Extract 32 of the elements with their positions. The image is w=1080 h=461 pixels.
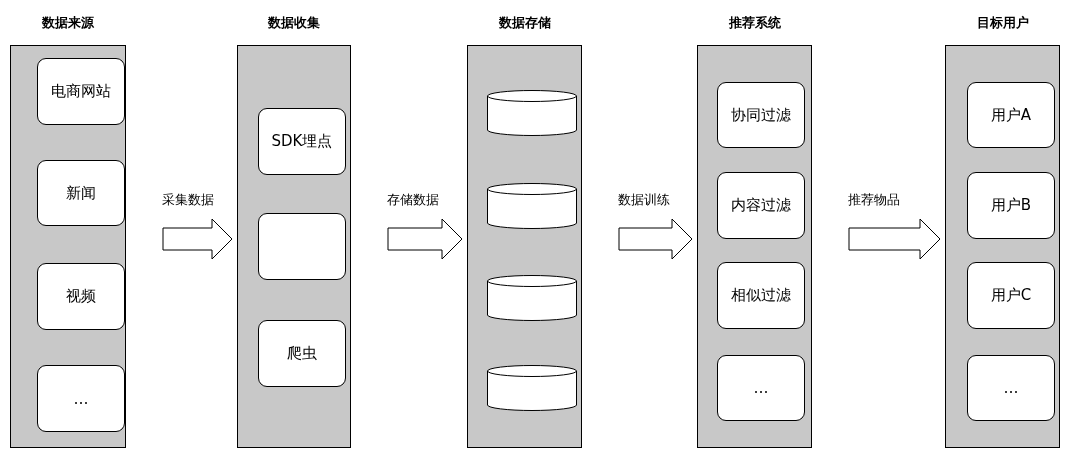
item-box: 相似过滤 — [717, 262, 805, 329]
item-box: 用户A — [967, 82, 1055, 148]
edge-label: 数据训练 — [616, 191, 672, 209]
item-box: 内容过滤 — [717, 172, 805, 239]
edge-label: 推荐物品 — [846, 191, 902, 209]
block-arrow — [162, 218, 233, 260]
storage-cylinder — [487, 183, 577, 229]
column-heading: 数据收集 — [268, 14, 320, 32]
block-arrow — [618, 218, 693, 260]
item-box: SDK埋点 — [258, 108, 346, 175]
item-box: … — [37, 365, 125, 432]
item-box: 用户C — [967, 262, 1055, 329]
storage-cylinder — [487, 90, 577, 136]
block-arrow — [387, 218, 463, 260]
item-box: … — [717, 355, 805, 421]
column-heading: 推荐系统 — [728, 14, 781, 32]
item-box — [258, 213, 346, 280]
storage-cylinder — [487, 365, 577, 411]
column-heading: 目标用户 — [976, 14, 1029, 32]
block-arrow — [848, 218, 941, 260]
item-box: 电商网站 — [37, 58, 125, 125]
column-heading: 数据存储 — [498, 14, 551, 32]
item-box: … — [967, 355, 1055, 421]
item-box: 用户B — [967, 172, 1055, 239]
item-box: 新闻 — [37, 160, 125, 226]
item-box: 协同过滤 — [717, 82, 805, 148]
item-box: 视频 — [37, 263, 125, 330]
edge-label: 采集数据 — [160, 191, 216, 209]
column-heading: 数据来源 — [42, 14, 94, 32]
storage-cylinder — [487, 275, 577, 321]
edge-label: 存储数据 — [385, 191, 441, 209]
item-box: 爬虫 — [258, 320, 346, 387]
